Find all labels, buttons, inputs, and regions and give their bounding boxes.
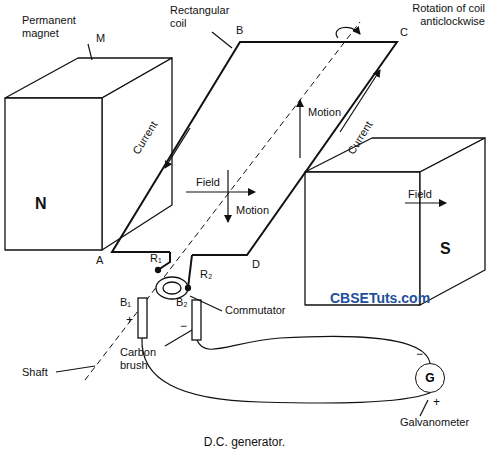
magnet-face [5,98,102,250]
part-label: Field [408,188,432,201]
magnet-face [305,172,420,305]
current-arrow [165,128,190,168]
rotation-arrow [336,27,360,38]
carbon-brush [192,300,201,340]
shaft-axis [85,22,360,380]
part-label: B₁ [120,296,131,309]
wire [197,336,430,363]
motion-arrow [227,170,228,222]
ring-contact [156,268,161,273]
part-label: Shaft [22,366,48,379]
part-label: C [400,26,408,39]
part-label: Motion [308,106,341,119]
part-label: Motion [236,204,269,217]
leader-line [56,366,95,372]
part-label: R₁ [150,252,162,265]
carbon-brush [138,298,147,338]
part-label: B₂ [176,296,188,309]
motion-arrow [299,100,300,158]
leader-line [212,32,232,48]
part-label: D [252,258,260,271]
leader-line [420,400,428,416]
coil-lead [188,255,192,288]
part-label: + [433,396,440,410]
part-label: A [96,254,103,267]
current-arrow [340,70,380,132]
part-label: B [236,24,243,37]
part-label: Permanent magnet [22,14,102,39]
galvanometer-circle: G [415,363,445,393]
part-label: Commutator [225,304,286,317]
part-label: R₂ [200,268,212,281]
part-label: Rectangular coil [170,4,240,29]
magnet-side [102,58,172,250]
figure-caption: D.C. generator. [204,436,285,450]
magnet-side [420,138,485,305]
part-label: Field [196,176,220,189]
part-label: Carbon brush [120,346,172,371]
commutator-ring [156,277,188,299]
part-label: Galvanometer [400,416,469,429]
part-label: − [180,320,187,334]
leader-line [165,330,192,346]
meter-symbol: G [425,371,434,385]
ring-contact [186,286,191,291]
field-arrow [186,191,255,192]
wire [142,338,430,403]
part-label: N [35,195,47,213]
part-label: − [416,348,423,362]
leader-line [190,296,222,311]
commutator-ring [163,282,181,294]
field-arrow [405,202,446,203]
watermark: CBSETuts.com [330,290,430,306]
part-label: M [96,32,105,45]
part-label: Rotation of coil anticlockwise [385,2,485,27]
part-label: + [126,314,133,328]
leader-line [88,44,92,60]
part-label: S [440,240,451,258]
rectangular-coil [112,42,397,255]
